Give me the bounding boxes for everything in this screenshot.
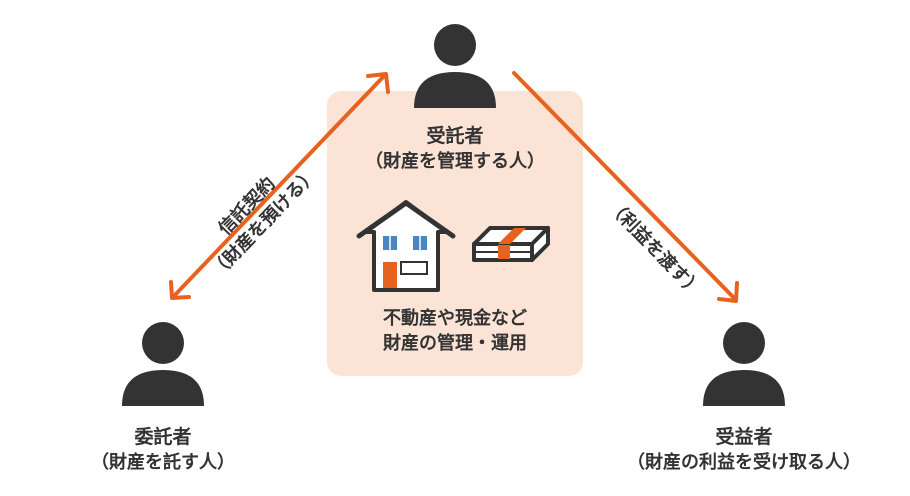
beneficiary-title: 受益者 bbox=[715, 426, 773, 448]
trustee-subtitle: （財産を管理する人） bbox=[365, 151, 545, 172]
cash-bundle-icon bbox=[472, 226, 550, 262]
settlor-person-icon bbox=[122, 322, 204, 406]
trustee-person-icon bbox=[414, 24, 496, 108]
settlor-title: 委託者 bbox=[134, 426, 192, 448]
asset-line-2: 財産の管理・運用 bbox=[383, 333, 527, 354]
beneficiary-label: 受益者 （財産の利益を受け取る人） bbox=[604, 424, 884, 476]
settlor-label: 委託者 （財産を託す人） bbox=[63, 424, 263, 476]
beneficiary-person-icon bbox=[703, 322, 785, 406]
contract-arrow bbox=[169, 72, 390, 300]
asset-line-1: 不動産や現金など bbox=[383, 308, 527, 329]
asset-description: 不動産や現金など 財産の管理・運用 bbox=[327, 306, 583, 356]
benefit-arrow bbox=[512, 71, 739, 303]
trustee-title: 受託者 bbox=[426, 125, 484, 147]
beneficiary-subtitle: （財産の利益を受け取る人） bbox=[627, 452, 861, 473]
house-icon bbox=[356, 200, 456, 292]
trustee-label: 受託者 （財産を管理する人） bbox=[327, 123, 583, 175]
settlor-subtitle: （財産を託す人） bbox=[91, 452, 235, 473]
